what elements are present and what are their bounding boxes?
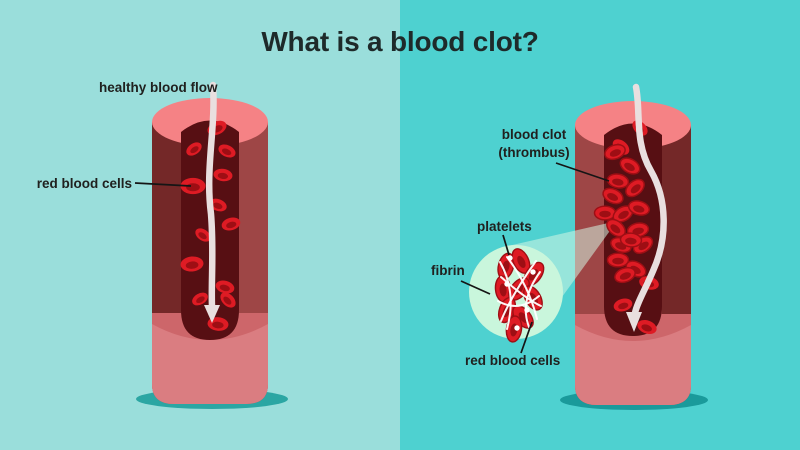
- vessel-edge-left: [152, 122, 181, 322]
- red-blood-cell: [614, 266, 636, 284]
- fibrin-strand: [499, 261, 512, 330]
- magnifier-cone: [508, 221, 617, 297]
- leader-line-platelets: [502, 234, 510, 256]
- cell-dimple: [212, 321, 224, 329]
- cell-dimple: [190, 146, 199, 154]
- leader-lines: [134, 162, 610, 354]
- label-blood-clot-line1: blood clot: [501, 127, 567, 142]
- label-blood-clot-thrombus: blood clot (thrombus): [481, 126, 587, 161]
- cell-dimple: [226, 221, 237, 229]
- label-blood-clot-line2: (thrombus): [498, 144, 570, 160]
- fibrin-strand: [500, 276, 542, 307]
- cell-dimple: [625, 237, 637, 245]
- leader-line-rbc-left: [134, 182, 192, 187]
- red-blood-cell: [606, 252, 630, 268]
- leader-line-rbc-right: [520, 321, 533, 354]
- red-blood-cell: [215, 280, 235, 294]
- cell-dimple: [212, 202, 223, 210]
- platelet-dot: [507, 255, 513, 261]
- red-blood-cell: [604, 143, 626, 161]
- clot-vessel-illustration: [508, 83, 708, 410]
- cell-dimple: [612, 178, 624, 186]
- leader-line-fibrin: [460, 280, 491, 295]
- red-blood-cell: [186, 142, 202, 156]
- red-blood-cell: [593, 205, 617, 221]
- fibrin-strands: [497, 256, 542, 330]
- flow-arrow-icon: [204, 81, 220, 323]
- cell-dimple: [221, 148, 232, 156]
- red-blood-cell: [625, 178, 645, 198]
- healthy-vessel-illustration: [136, 81, 288, 409]
- platelet-dot: [504, 281, 510, 287]
- cell-dimple: [499, 283, 507, 297]
- red-blood-cells-group: [180, 120, 241, 331]
- cell-dimple: [610, 224, 621, 234]
- red-blood-cell: [602, 187, 624, 205]
- label-red-blood-cells-left: red blood cells: [36, 176, 132, 191]
- red-blood-cell: [619, 232, 643, 248]
- red-blood-cell: [213, 168, 233, 182]
- cell-dimple: [198, 232, 207, 240]
- clot-magnifier-view: [469, 245, 563, 343]
- cell-dimple: [517, 255, 526, 268]
- red-blood-cell: [619, 157, 641, 175]
- blood-clot-cells-group: [593, 143, 654, 284]
- vessel-bottom-highlight: [575, 325, 691, 405]
- cell-dimple: [609, 149, 621, 157]
- cell-dimple: [619, 272, 631, 280]
- red-blood-cell: [613, 298, 633, 312]
- platelet-dot: [524, 307, 530, 313]
- label-red-blood-cells-right: red blood cells: [465, 353, 561, 368]
- cell-dimple: [618, 210, 629, 220]
- fibrin-strand: [506, 256, 538, 320]
- cell-dimple: [186, 183, 200, 192]
- red-blood-cell: [606, 173, 630, 189]
- cell-dimple: [630, 184, 641, 194]
- red-blood-cell: [209, 198, 227, 212]
- cell-dimple: [641, 324, 652, 332]
- fibrin-strand: [524, 271, 541, 328]
- cell-dimple: [599, 210, 611, 218]
- cell-dimple: [528, 269, 539, 281]
- red-blood-cell: [180, 256, 204, 272]
- leader-line-blood-clot: [555, 162, 610, 182]
- cell-dimple: [632, 227, 644, 235]
- cell-dimple: [219, 284, 230, 292]
- red-blood-cell: [218, 144, 236, 158]
- platelet-dot: [530, 269, 536, 275]
- red-blood-cell: [627, 200, 651, 216]
- red-blood-cell: [192, 292, 208, 306]
- red-blood-cell: [195, 228, 211, 242]
- red-blood-cell: [221, 217, 241, 231]
- label-platelets: platelets: [477, 219, 532, 234]
- platelet-dots: [504, 255, 536, 331]
- label-healthy-blood-flow: healthy blood flow: [99, 80, 218, 95]
- red-blood-cell: [612, 205, 634, 223]
- red-blood-cell: [637, 319, 657, 335]
- platelet-dot: [514, 325, 520, 331]
- label-fibrin: fibrin: [431, 263, 465, 278]
- vessel-bottom-highlight: [152, 324, 268, 404]
- cell-dimple: [618, 302, 629, 310]
- cell-dimple: [196, 296, 205, 304]
- cell-dimple: [607, 193, 618, 201]
- red-blood-cell: [606, 218, 626, 238]
- cell-dimple: [612, 257, 624, 265]
- vessel-edge-right: [662, 125, 691, 323]
- page-title: What is a blood clot?: [261, 26, 539, 57]
- red-blood-cell: [220, 292, 236, 308]
- fibrin-strand: [497, 295, 540, 307]
- cell-dimple: [633, 205, 645, 213]
- cell-dimple: [624, 162, 635, 172]
- fibrin-strand: [500, 260, 537, 322]
- cell-dimple: [223, 296, 232, 305]
- cell-dimple: [185, 261, 199, 269]
- cell-dimple: [217, 172, 229, 180]
- blocked-flow-arrow-icon: [626, 83, 667, 332]
